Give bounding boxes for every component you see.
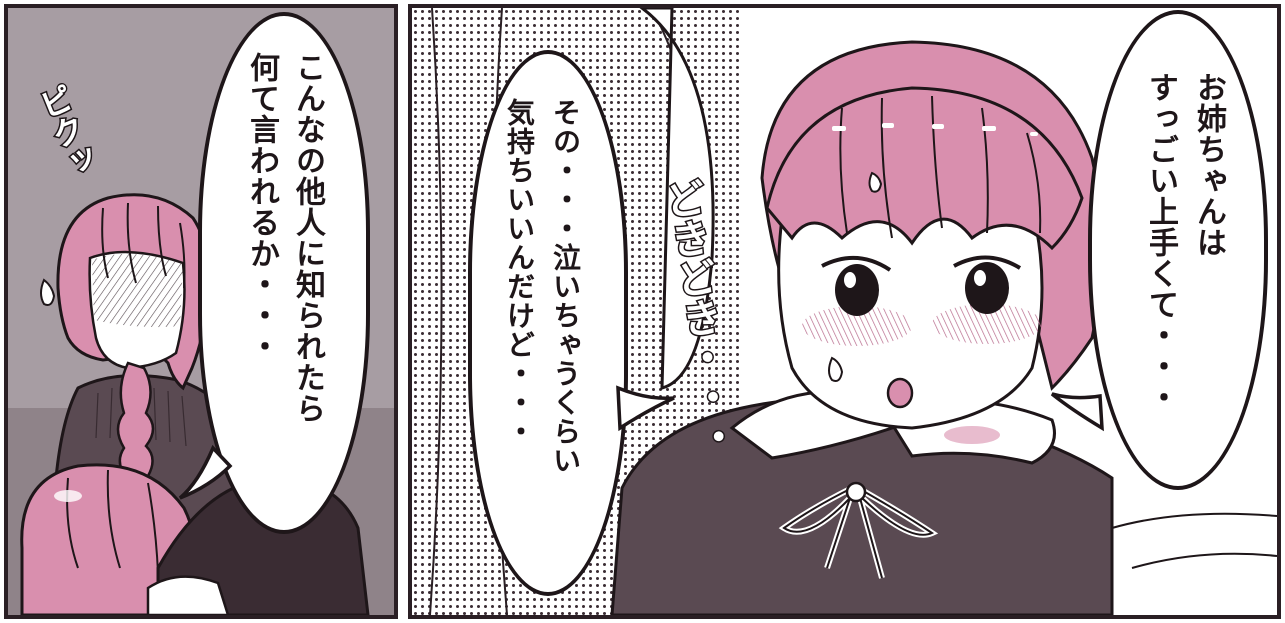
panel-left: こんなの他人に知られたら 何て言われるか・・・ ピクッ bbox=[4, 4, 398, 619]
speech-bubble-middle bbox=[468, 50, 628, 596]
speech-text-left: こんなの他人に知られたら 何て言われるか・・・ bbox=[244, 52, 325, 424]
speech-text-middle: その・・・泣いちゃうくらい 気持ちいいんだけど・・・ bbox=[503, 98, 582, 475]
speech-text-right: お姉ちゃんは すっごい上手くて・・・ bbox=[1143, 72, 1226, 413]
panel-right: その・・・泣いちゃうくらい 気持ちいいんだけど・・・ お姉ちゃんは すっごい上手… bbox=[408, 4, 1281, 619]
speech-bubble-right bbox=[1088, 10, 1268, 490]
